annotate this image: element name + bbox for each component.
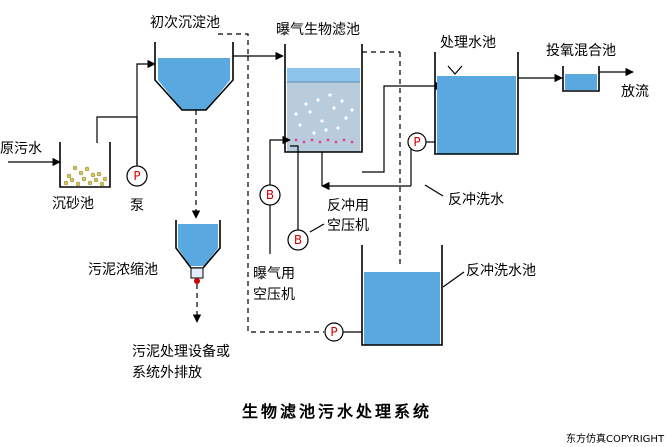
grit-particles — [63, 165, 108, 187]
backwash-return-dashed — [247, 56, 324, 333]
grit-outlet-pipe — [96, 116, 138, 165]
primary-clarifier-label: 初次沉淀池 — [150, 14, 220, 31]
sludge-disposal-label-2: 系统外排放 — [132, 365, 202, 381]
raw-pump: P — [126, 165, 148, 187]
backwash-tank-label: 反冲洗水池 — [466, 263, 536, 279]
biological-aerated-filter — [284, 44, 363, 153]
backwash-water-leader — [424, 184, 444, 197]
oxygen-mixing-tank — [562, 66, 600, 92]
copyright-text: 东方仿真COPYRIGHT — [566, 432, 665, 445]
aeration-compressor-symbol: B — [266, 188, 274, 202]
discharge-label: 放流 — [621, 84, 649, 100]
aeration-compressor-label-1: 曝气用 — [253, 266, 295, 282]
aeration-air-line — [269, 135, 291, 185]
backwash-compressor-leader — [309, 223, 325, 233]
diagram-title: 生物滤池污水处理系统 — [242, 402, 432, 421]
backwash-water-tank — [361, 245, 443, 346]
baf-to-treated-pipe — [362, 81, 444, 173]
clarifier-top-dashed-line — [218, 33, 249, 56]
primary-clarifier — [154, 42, 234, 111]
baf-label: 曝气生物滤池 — [276, 22, 360, 38]
backwash-pump-symbol: P — [413, 135, 420, 149]
backwash-water-label: 反冲洗水 — [448, 192, 504, 208]
grit-chamber — [59, 142, 111, 188]
backwash-compressor-label-2: 空压机 — [327, 218, 369, 234]
backwash-air-line — [290, 145, 299, 230]
pump-to-clarifier-pipe — [136, 59, 156, 186]
backwash-pump: P — [407, 132, 427, 152]
treated-tank-label: 处理水池 — [440, 35, 496, 51]
diffuser-bubbles — [294, 138, 354, 144]
sludge-disposal-label-1: 污泥处理设备或 — [132, 343, 230, 360]
sludge-thickener-label: 污泥浓缩池 — [88, 262, 158, 278]
mixing-tank-label: 投氧混合池 — [546, 43, 616, 59]
backwash-compressor-symbol: B — [294, 233, 302, 247]
treated-water-tank — [434, 52, 519, 155]
backwash-tank-leader — [442, 271, 465, 288]
backwash-compressor-label-1: 反冲用 — [327, 198, 369, 214]
pump-label: 泵 — [130, 198, 144, 214]
aeration-bubbles — [294, 93, 354, 135]
backwash-drain-pump-symbol: P — [330, 325, 337, 339]
aeration-compressor-label-2: 空压机 — [253, 287, 295, 303]
raw-sewage-label: 原污水 — [0, 141, 42, 157]
sludge-thickener — [175, 220, 221, 284]
overflow-weir-icon — [447, 65, 463, 75]
aeration-compressor: B — [259, 184, 281, 206]
raw-pump-symbol: P — [133, 169, 140, 183]
backwash-drain-pump: P — [324, 322, 344, 342]
backwash-compressor: B — [287, 229, 309, 251]
grit-chamber-label: 沉砂池 — [52, 196, 94, 212]
